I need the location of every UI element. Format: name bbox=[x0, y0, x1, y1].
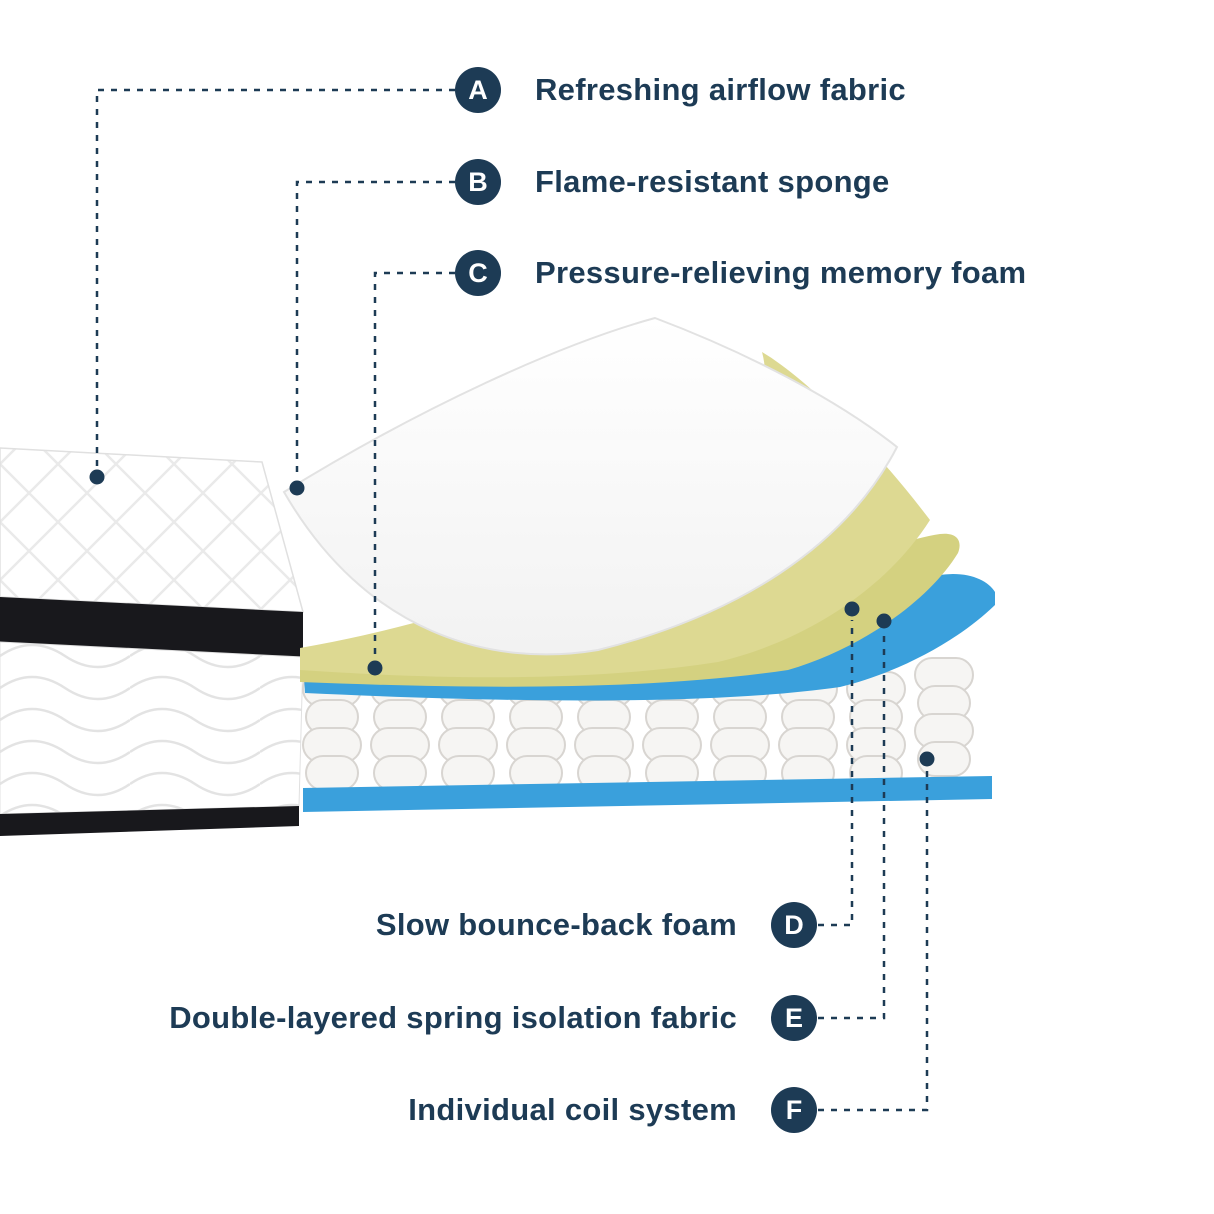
callout-badge-b: B bbox=[455, 159, 501, 205]
connector-line-a bbox=[95, 88, 455, 466]
callout-d: Slow bounce-back foam D bbox=[376, 902, 817, 948]
mattress-trim-top bbox=[0, 597, 303, 657]
quilted-top-face bbox=[0, 447, 304, 613]
connector-dots bbox=[89, 469, 935, 767]
callout-f: Individual coil system F bbox=[408, 1087, 817, 1133]
anchor-dot-c bbox=[367, 660, 383, 676]
base-fabric-layer bbox=[303, 776, 992, 812]
connector-line-e bbox=[818, 632, 886, 1020]
mattress-trim-bottom bbox=[0, 806, 299, 836]
callout-badge-f: F bbox=[771, 1087, 817, 1133]
callout-label-b: Flame-resistant sponge bbox=[535, 164, 890, 199]
anchor-dot-f bbox=[919, 751, 935, 767]
callout-label-a: Refreshing airflow fabric bbox=[535, 72, 906, 107]
callout-c: C Pressure-relieving memory foam bbox=[455, 250, 1026, 296]
connector-line-d bbox=[818, 620, 854, 927]
callout-badge-a: A bbox=[455, 67, 501, 113]
anchor-dot-d bbox=[844, 601, 860, 617]
callout-badge-d: D bbox=[771, 902, 817, 948]
anchor-dot-b bbox=[289, 480, 305, 496]
coil bbox=[846, 671, 906, 791]
callout-label-e: Double-layered spring isolation fabric bbox=[169, 1000, 737, 1035]
connector-lines bbox=[95, 88, 929, 1112]
anchor-dot-a bbox=[89, 469, 105, 485]
connector-line-b bbox=[295, 180, 455, 476]
callout-label-d: Slow bounce-back foam bbox=[375, 907, 737, 942]
memory-foam-sheet bbox=[282, 316, 899, 656]
connector-line-f bbox=[818, 770, 929, 1112]
callout-badge-c: C bbox=[455, 250, 501, 296]
callout-badge-e: E bbox=[771, 995, 817, 1041]
anchor-dot-e bbox=[876, 613, 892, 629]
callout-a: A Refreshing airflow fabric bbox=[455, 67, 906, 113]
mattress-side-panel bbox=[0, 641, 304, 815]
connector-line-c bbox=[373, 271, 455, 656]
callout-e: Double-layered spring isolation fabric E bbox=[169, 995, 817, 1041]
callout-label-c: Pressure-relieving memory foam bbox=[535, 255, 1027, 290]
callout-label-f: Individual coil system bbox=[408, 1092, 737, 1127]
callout-b: B Flame-resistant sponge bbox=[455, 159, 890, 205]
